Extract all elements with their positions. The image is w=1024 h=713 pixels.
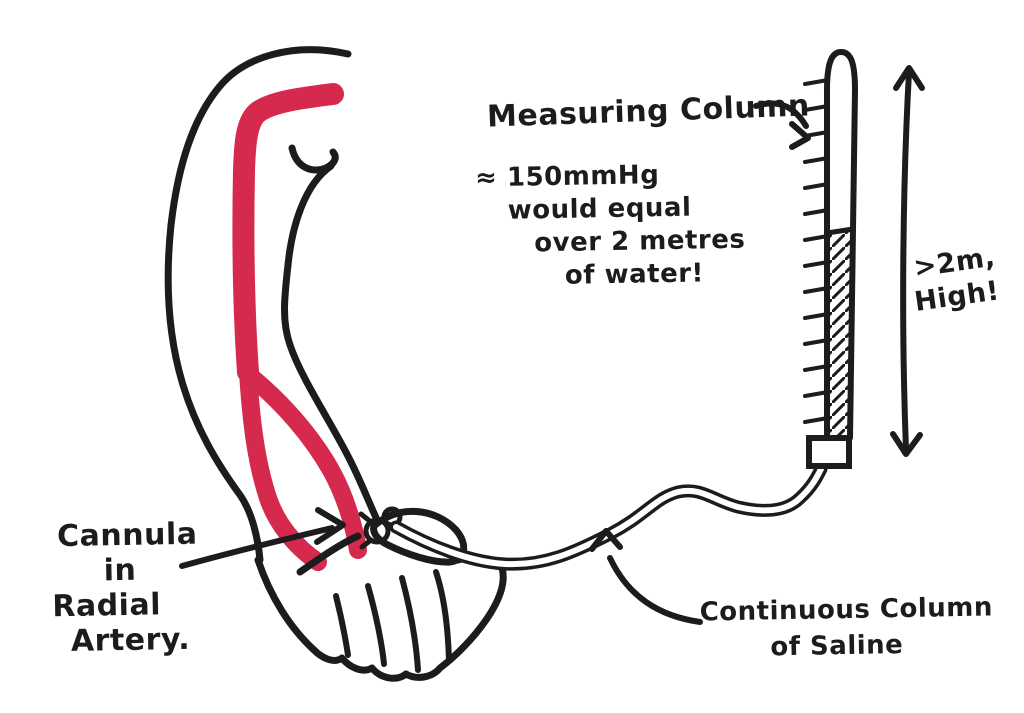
cannula-label-line-1: Cannula (56, 516, 198, 555)
column-tick (803, 338, 830, 346)
brachial-artery-segment (232, 83, 344, 383)
radial-branch-segment (241, 367, 367, 559)
saline-fluid-hatch (824, 230, 853, 438)
arrow-shaft (179, 525, 335, 569)
arrow-head-bottom (890, 431, 923, 457)
saline-column-label: Continuous Column of Saline (699, 589, 993, 666)
cannula-arrow-icon (179, 507, 346, 569)
hand (254, 507, 507, 682)
finger-line-3 (399, 575, 421, 673)
column-tick (803, 78, 830, 86)
cannula-wing-bottom (359, 537, 374, 550)
cannula-label-line-4: Artery. (70, 621, 191, 659)
column-tick (803, 390, 830, 398)
cannula-label-line-2: in (103, 552, 137, 589)
cannula-wing-top (358, 511, 374, 525)
radial-artery (232, 83, 367, 571)
pressure-note-line-3: over 2 metres (534, 224, 746, 259)
arrow-head (314, 507, 346, 545)
measuring-column (803, 49, 858, 469)
height-note: >2m, High! (912, 241, 1002, 320)
column-tick (803, 234, 830, 242)
tubing-inner-lumen (393, 466, 824, 568)
column-tick (803, 312, 830, 320)
column-tick (803, 364, 830, 372)
tubing-outer-line (389, 462, 828, 571)
column-tick (803, 182, 830, 190)
arrow-head (589, 528, 623, 552)
finger-line-4 (433, 569, 452, 663)
column-tick (803, 286, 830, 294)
column-tube-walls (824, 49, 858, 441)
arm-outline (164, 46, 382, 564)
arrow-head (789, 121, 811, 150)
arrow-shaft (753, 100, 809, 129)
cannula-label: Cannula in Radial Artery. (47, 517, 200, 660)
column-tick (803, 260, 830, 268)
column-ticks (803, 78, 830, 424)
arrow-head-top (893, 65, 925, 91)
arm-inner-contour (281, 162, 382, 526)
saline-label-line-1: Continuous Column (699, 592, 994, 628)
pressure-note-line-2: would equal (507, 192, 692, 226)
arm-outer-contour (164, 46, 352, 564)
cannula-label-line-3: Radial (52, 587, 162, 625)
measuring-column-arrow-icon (753, 100, 811, 150)
column-tick (803, 416, 830, 424)
finger-line-2 (365, 583, 387, 667)
hand-outline (254, 554, 507, 682)
cannula-hub (363, 517, 391, 545)
column-tick (803, 104, 830, 112)
wrist-crease (296, 532, 362, 576)
arrow-shaft (607, 555, 703, 625)
pressure-note-line-4: of water! (564, 258, 705, 291)
column-tick (803, 156, 830, 164)
column-tick (803, 208, 830, 216)
column-stopcock-connector (806, 435, 852, 469)
annotation-arrows (179, 65, 925, 625)
pressure-tubing (389, 462, 828, 571)
ulnar-branch-segment (239, 363, 327, 571)
saline-label-line-2: of Saline (770, 630, 904, 663)
finger-line-1 (333, 593, 351, 658)
arrow-shaft (900, 69, 912, 453)
fluid-meniscus-line (824, 226, 856, 236)
height-range-arrow-icon (890, 65, 925, 457)
pressure-equivalence-note: ≈ 150mmHg would equal over 2 metres of w… (475, 158, 746, 295)
pressure-note-line-1: ≈ 150mmHg (474, 160, 660, 194)
saline-arrow-icon (589, 528, 703, 625)
